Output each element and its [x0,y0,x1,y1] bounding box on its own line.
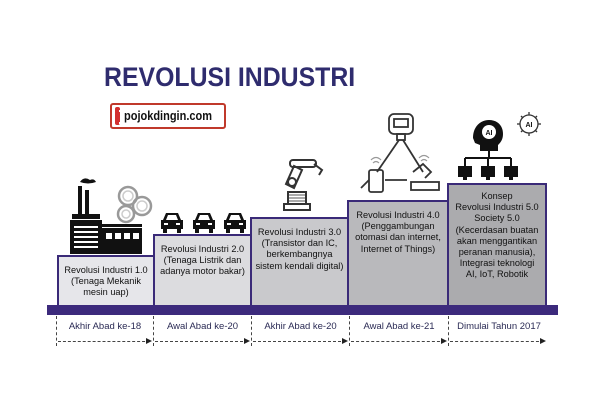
timeline-tick [349,316,350,346]
stage-line: Revolusi Industri 5.0 [455,202,539,213]
timeline-arrow [58,338,152,344]
stage-line: Konsep [481,191,513,201]
stage-line: Revolusi Industri 4.0 [356,210,440,220]
logo: pojokdingin.com [110,103,226,129]
factory-gears-icon [70,178,153,254]
stage-line: (Tenaga Listrik dan [163,255,242,266]
era-label-3: Akhir Abad ke-20 [264,321,337,332]
era-label-1: Akhir Abad ke-18 [68,321,142,332]
stage-line: akan menggantikan [456,235,538,246]
ai-network-icon: AI AI [458,112,541,180]
stage-line: Integrasi teknologi [459,258,535,269]
logo-text: pojokdingin.com [124,109,212,123]
stage-text-1: Revolusi Industri 1.0 (Tenaga Mekanik me… [64,265,147,299]
stage-line: otomasi dan internet, [355,232,441,243]
stage-box-5: Konsep Revolusi Industri 5.0 Society 5.0… [447,183,547,305]
svg-text:AI: AI [486,130,493,137]
stage-box-2: Revolusi Industri 2.0 (Tenaga Listrik da… [153,234,252,305]
stage-line: adanya motor bakar) [160,266,245,277]
stage-line: AI, IoT, Robotik [465,269,529,280]
timeline-tick [153,316,154,346]
stage-line: Revolusi Industri 3.0 [257,227,342,237]
timeline-arrow [253,338,348,344]
era-label-4: Awal Abad ke-21 [363,321,435,332]
timeline-arrow [450,338,546,344]
logo-icon [115,107,129,125]
stage-box-1: Revolusi Industri 1.0 (Tenaga Mekanik me… [57,255,155,305]
page-title: REVOLUSI INDUSTRI [104,62,356,92]
stage-line: Internet of Things) [360,243,436,254]
era-label-2: Awal Abad ke-20 [166,321,239,332]
iot-network-icon [360,113,440,193]
timeline-arrow [155,338,250,344]
cars-icon [161,213,246,233]
stage-box-3: Revolusi Industri 3.0 (Transistor dan IC… [250,217,349,305]
stage-line: (Transistor dan IC, [261,238,338,249]
stage-line: Revolusi Industri 1.0 [64,265,148,275]
svg-text:AI: AI [526,122,533,129]
stage-text-4: Revolusi Industri 4.0 (Penggambungan oto… [355,210,441,255]
stage-line: Revolusi Industri 2.0 [160,244,245,254]
timeline-tick [251,316,252,346]
stage-line: (Tenaga Mekanik [71,276,141,287]
stage-line: mesin uap) [83,287,129,298]
robot-arm-icon [283,159,324,211]
stage-line: Society 5.0 [474,213,520,224]
era-label-5: Dimulai Tahun 2017 [457,321,541,332]
stage-text-5: Konsep Revolusi Industri 5.0 Society 5.0… [455,191,538,281]
timeline-bar [47,305,558,315]
stage-line: (Penggambungan [361,221,435,232]
stage-line: peranan manusia), [458,247,536,258]
stage-box-4: Revolusi Industri 4.0 (Penggambungan oto… [347,200,449,305]
timeline-arrow [351,338,447,344]
timeline-tick [56,316,57,346]
timeline-tick [448,316,449,346]
stage-text-3: Revolusi Industri 3.0 (Transistor dan IC… [256,227,344,272]
stage-text-2: Revolusi Industri 2.0 (Tenaga Listrik da… [160,244,245,278]
stage-line: (Kecerdasan buatan [455,224,539,235]
stage-line: berkembangnya [266,249,333,260]
stage-line: sistem kendali digital) [255,260,344,271]
